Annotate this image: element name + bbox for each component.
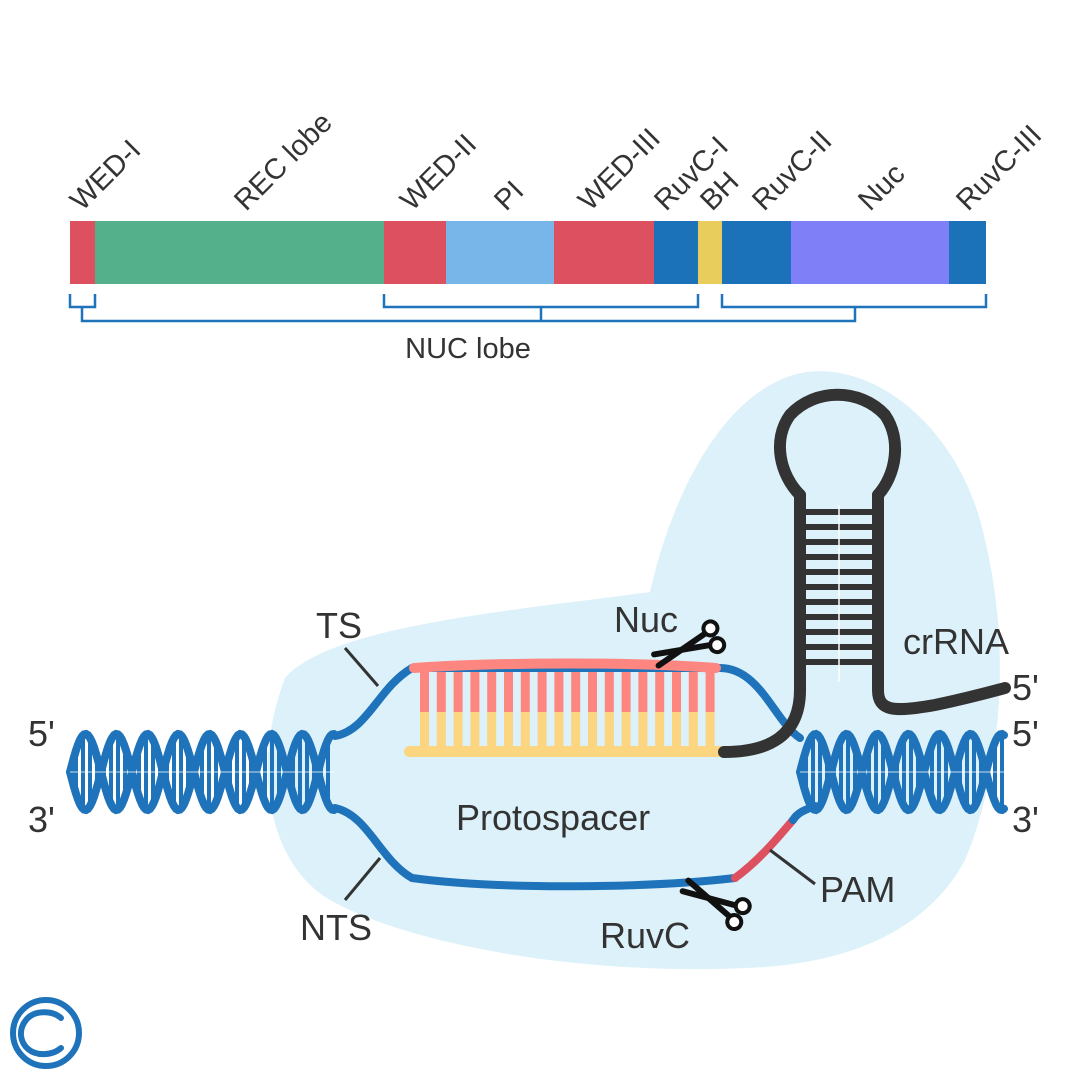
ts-base [470, 672, 480, 712]
guide-base [554, 712, 564, 750]
ts-base [420, 672, 429, 712]
bracket-connector [80, 307, 857, 323]
left-bottom-end-label: 3' [28, 799, 55, 840]
ts-base [520, 672, 530, 712]
dna-helix-right [796, 729, 1008, 815]
ts-pointer [343, 647, 380, 687]
ts-base [705, 672, 715, 712]
guide-strand [404, 746, 726, 757]
domain-wed-iii [554, 221, 654, 284]
ts-base [554, 672, 564, 712]
pam-label: PAM [820, 869, 895, 910]
ts-protospacer-backbone [409, 658, 721, 673]
right-helix-strand-top [796, 729, 1008, 815]
right-bottom-end-label: 3' [1012, 799, 1039, 840]
guide-base [487, 712, 497, 750]
guide-base [638, 712, 648, 750]
guide-base [571, 712, 581, 750]
guide-base [604, 712, 614, 750]
scissors-icon [651, 619, 727, 669]
domain-bar [70, 221, 986, 284]
ts-base [588, 672, 597, 712]
guide-base [436, 712, 446, 750]
nuc-cut-label: Nuc [614, 599, 678, 640]
guide-base [520, 712, 530, 750]
guide-base [420, 712, 429, 750]
crrna-hairpin [773, 388, 1011, 716]
ts-base [537, 672, 547, 712]
crrna-stem-pairs [806, 505, 872, 682]
ts-base [436, 672, 446, 712]
guide-base [504, 712, 513, 750]
label-wed-i: WED-I [64, 134, 147, 217]
label-rec-lobe: REC lobe [228, 107, 338, 217]
ts-base [571, 672, 581, 712]
pam-pointer [769, 848, 816, 886]
nts-pointer [343, 857, 382, 901]
pam-segment [731, 816, 797, 882]
copyright-icon [10, 997, 82, 1069]
domain-ruvc-i [654, 221, 698, 284]
bracket-wed-i [68, 294, 97, 309]
left-top-end-label: 5' [28, 713, 55, 754]
domain-ruvc-iii [949, 221, 986, 284]
domain-nuc [791, 221, 949, 284]
guide-base [672, 712, 681, 750]
ts-base [672, 672, 681, 712]
nts-label: NTS [300, 907, 372, 948]
crrna-tail [718, 489, 806, 758]
label-nuc: Nuc [852, 158, 911, 217]
crrna-5prime-label: 5' [1012, 667, 1039, 708]
nuc-lobe-label: NUC lobe [405, 333, 531, 365]
left-helix-strand-top [66, 729, 338, 815]
domain-wed-ii [384, 221, 446, 284]
dna-helix-left [66, 729, 338, 815]
guide-base [588, 712, 597, 750]
domain-ruvc-ii [722, 221, 791, 284]
pointer-lines [343, 647, 816, 901]
ruvc-cut-label: RuvC [600, 915, 690, 956]
guide-base [688, 712, 698, 750]
domain-rec-lobe [95, 221, 384, 284]
label-ruvc-iii: RuvC-III [950, 119, 1048, 217]
right-top-end-label: 5' [1012, 713, 1039, 754]
bracket-middle [382, 294, 700, 309]
label-pi: PI [488, 175, 530, 217]
guide-base [621, 712, 631, 750]
label-wed-ii: WED-II [394, 128, 483, 217]
bracket-right [720, 294, 988, 309]
ts-base [604, 672, 614, 712]
ts-label: TS [316, 605, 362, 646]
domain-pi [446, 221, 554, 284]
ts-base [487, 672, 497, 712]
guide-base [655, 712, 665, 750]
nuc-lobe-bracket [68, 294, 988, 323]
domain-bh [698, 221, 722, 284]
ts-base [655, 672, 665, 712]
ts-base [638, 672, 648, 712]
guide-base [470, 712, 480, 750]
ts-base [621, 672, 631, 712]
guide-base [453, 712, 463, 750]
crrna-stem-right [872, 489, 1011, 716]
ts-base [504, 672, 513, 712]
crrna-stem-left [773, 388, 902, 501]
non-target-strand [331, 804, 739, 891]
domain-wed-i [70, 221, 95, 284]
left-helix-strand-bottom [66, 729, 338, 815]
ts-base [453, 672, 463, 712]
domain-labels: WED-I REC lobe WED-II PI WED-III RuvC-I … [64, 107, 1048, 217]
nts-right-end [789, 802, 819, 824]
crrna-label: crRNA [903, 621, 1009, 662]
right-helix-strand-bottom [796, 729, 1008, 815]
label-wed-iii: WED-III [572, 123, 666, 217]
protospacer-label: Protospacer [456, 797, 650, 838]
scissors-icon [679, 877, 752, 932]
guide-base [537, 712, 547, 750]
label-ruvc-ii: RuvC-II [746, 125, 838, 217]
guide-base [705, 712, 715, 750]
heteroduplex-base-pairs [409, 658, 721, 750]
ts-base [688, 672, 698, 712]
